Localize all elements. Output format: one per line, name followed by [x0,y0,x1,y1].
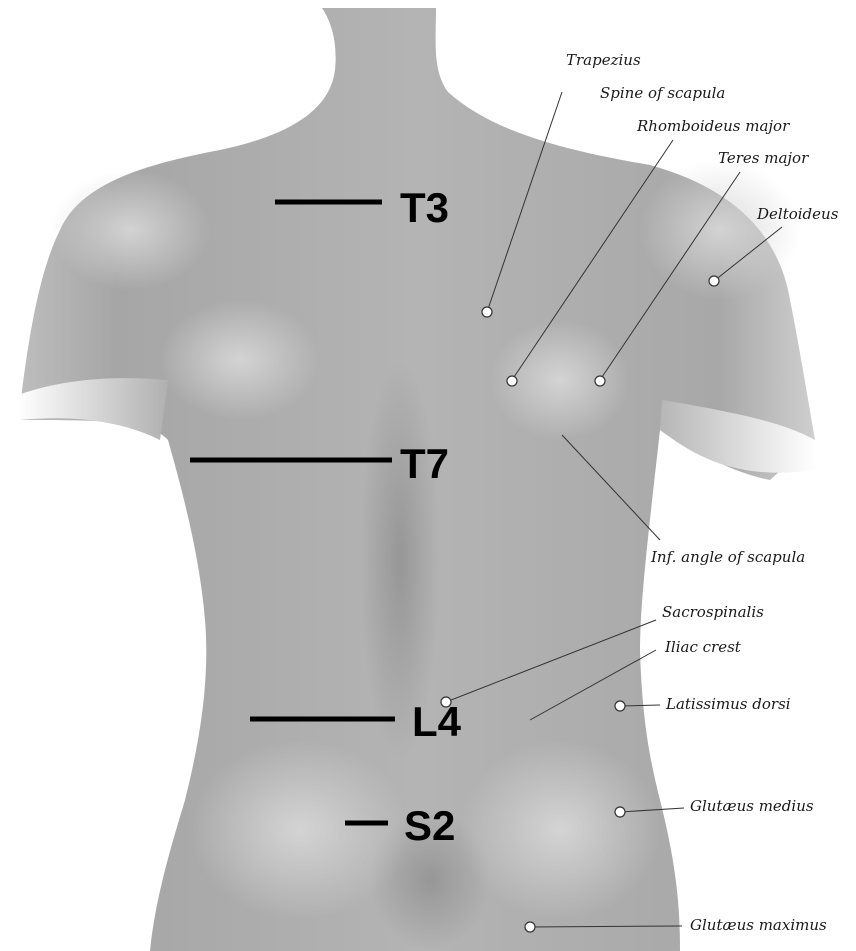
glutaeus-medius-dot [615,807,625,817]
s2-label: S2 [404,802,455,849]
sacrospinalis-dot [441,697,451,707]
deltoideus-dot [709,276,719,286]
rhomboideus-major-label: Rhomboideus major [636,117,790,135]
rhomboideus-dot [507,376,517,386]
glutaeus-maximus-label: Glutæus maximus [690,916,827,934]
spine-of-scapula-label: Spine of scapula [600,84,725,102]
teres-major-dot [595,376,605,386]
l4-label: L4 [412,698,462,745]
trapezius-label: Trapezius [566,51,641,69]
deltoideus-label: Deltoideus [756,205,839,223]
t3-label: T3 [400,184,449,231]
inf-angle-of-scapula-label: Inf. angle of scapula [650,548,805,566]
glutaeus-maximus-dot [525,922,535,932]
glutaeus-medius-label: Glutæus medius [690,797,814,815]
iliac-crest-label: Iliac crest [664,638,742,656]
teres-major-label: Teres major [718,149,809,167]
latissimus-dorsi-label: Latissimus dorsi [665,695,791,713]
latissimus-dot [615,701,625,711]
t7-label: T7 [400,440,449,487]
trapezius-dot [482,307,492,317]
sacrospinalis-label: Sacrospinalis [662,603,764,621]
